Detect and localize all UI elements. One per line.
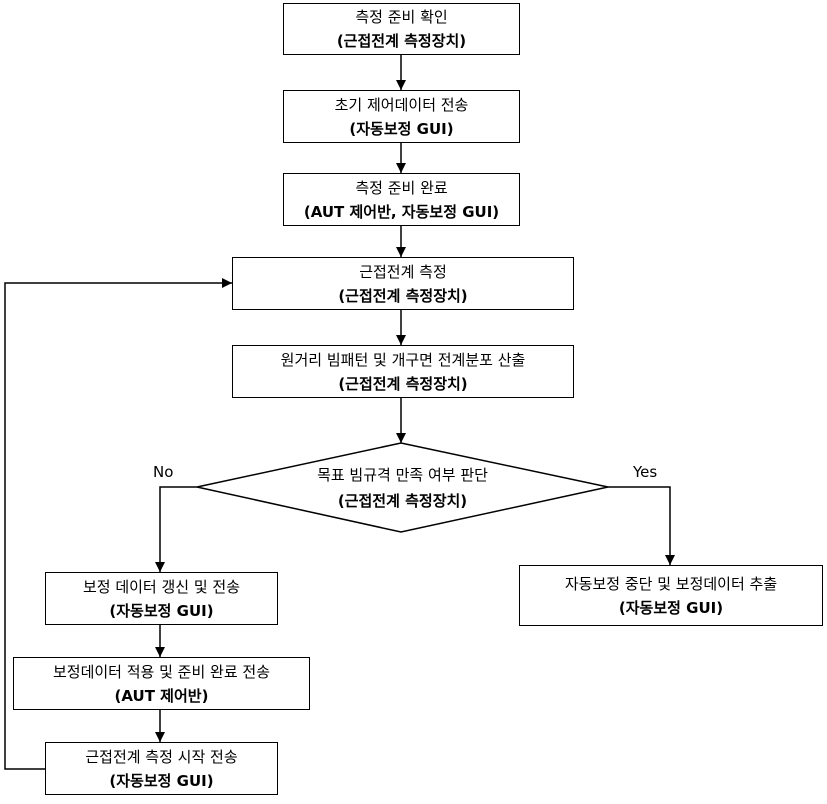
step-prep-complete: 측정 준비 완료 (AUT 제어반, 자동보정 GUI) — [283, 173, 520, 226]
step-title: 근접전계 측정 시작 전송 — [85, 747, 238, 766]
step-actor: (근접전계 측정장치) — [338, 374, 468, 393]
step-spec-decision: 목표 빔규격 만족 여부 판단 (근접전계 측정장치) — [197, 443, 608, 532]
step-title: 측정 준비 완료 — [355, 178, 448, 197]
step-stop-extract: 자동보정 중단 및 보정데이터 추출 (자동보정 GUI) — [519, 565, 823, 626]
step-title: 원거리 빔패턴 및 개구면 전계분포 산출 — [280, 350, 526, 369]
step-actor: (자동보정 GUI) — [618, 598, 724, 617]
step-title: 보정 데이터 갱신 및 전송 — [82, 577, 241, 596]
step-actor: (AUT 제어반) — [114, 686, 209, 705]
step-actor: (근접전계 측정장치) — [338, 286, 468, 305]
decision-diamond — [196, 442, 609, 533]
step-title: 측정 준비 확인 — [355, 8, 448, 26]
arrow-decision-no-branch — [155, 486, 197, 572]
step-prep-check: 측정 준비 확인 (근접전계 측정장치) — [283, 3, 520, 55]
arrow-decision-yes-branch — [608, 486, 675, 565]
step-actor: (자동보정 GUI) — [349, 119, 454, 138]
step-nearfield-measure: 근접전계 측정 (근접전계 측정장치) — [232, 257, 574, 310]
decision-actor: (근접전계 측정장치) — [337, 491, 468, 510]
arrow-loop-back-to-nearfield-measure — [4, 278, 232, 770]
step-actor: (자동보정 GUI) — [109, 601, 214, 620]
step-actor: (근접전계 측정장치) — [336, 32, 467, 50]
step-pattern-calc: 원거리 빔패턴 및 개구면 전계분포 산출 (근접전계 측정장치) — [232, 345, 574, 398]
step-measure-start-tx: 근접전계 측정 시작 전송 (자동보정 GUI) — [45, 742, 278, 795]
step-title: 보정데이터 적용 및 준비 완료 전송 — [52, 662, 271, 681]
step-cal-apply-ready-tx: 보정데이터 적용 및 준비 완료 전송 (AUT 제어반) — [13, 657, 310, 710]
step-title: 자동보정 중단 및 보정데이터 추출 — [564, 574, 778, 593]
step-actor: (자동보정 GUI) — [109, 771, 214, 790]
branch-label-no: No — [153, 463, 174, 481]
step-actor: (AUT 제어반, 자동보정 GUI) — [303, 202, 500, 221]
step-title: 근접전계 측정 — [359, 262, 447, 281]
decision-title: 목표 빔규격 만족 여부 판단 — [317, 465, 488, 484]
step-initial-control-tx: 초기 제어데이터 전송 (자동보정 GUI) — [283, 90, 520, 143]
step-title: 초기 제어데이터 전송 — [334, 95, 469, 114]
step-cal-update-tx: 보정 데이터 갱신 및 전송 (자동보정 GUI) — [45, 572, 278, 625]
branch-label-yes: Yes — [633, 463, 658, 481]
